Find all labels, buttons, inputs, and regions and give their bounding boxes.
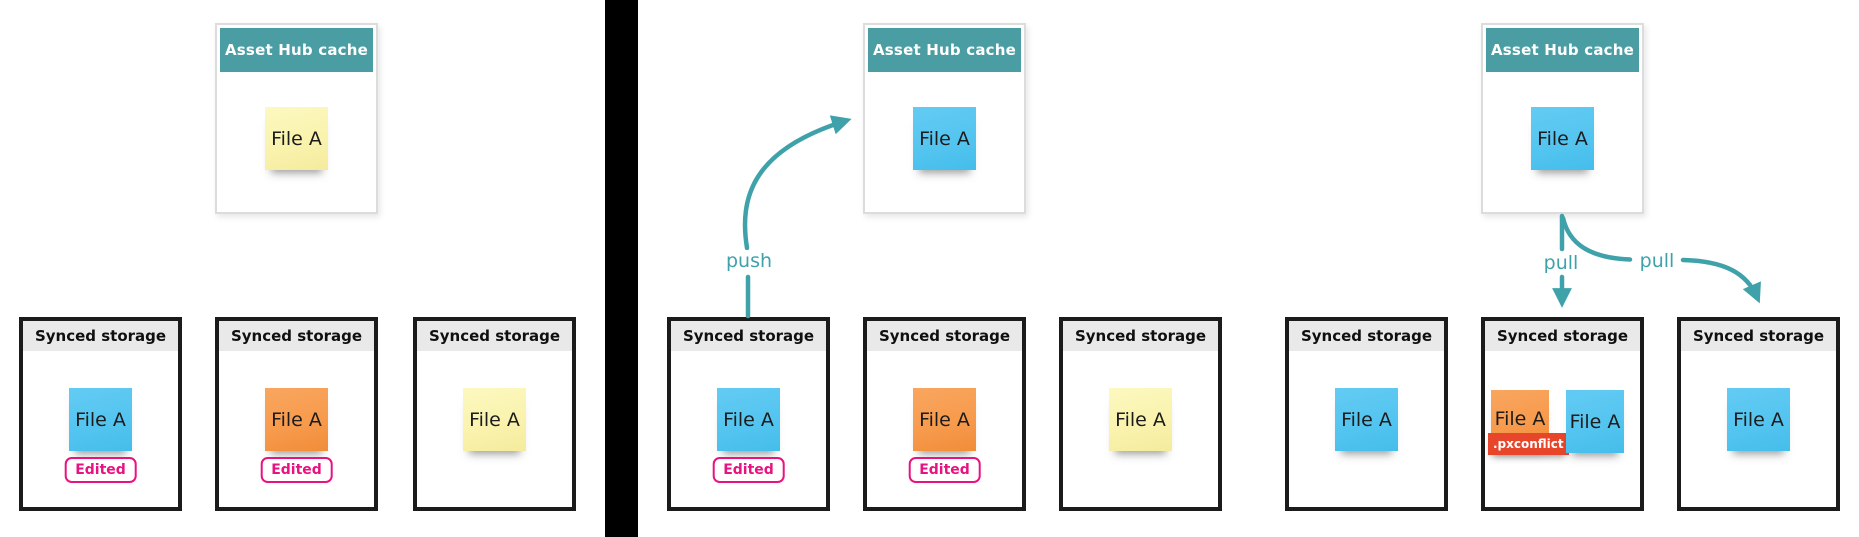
synced-storage-title: Synced storage bbox=[219, 321, 374, 351]
synced-storage-box: Synced storage File A bbox=[1285, 317, 1448, 511]
file-sticky-note: File A bbox=[1531, 107, 1594, 170]
synced-storage-title: Synced storage bbox=[1289, 321, 1444, 351]
synced-storage-box: Synced storage File A Edited bbox=[215, 317, 378, 511]
file-label: File A bbox=[1537, 127, 1588, 150]
file-sticky-note: File A bbox=[913, 107, 976, 170]
synced-storage-title: Synced storage bbox=[417, 321, 572, 351]
file-sticky-note: File A bbox=[265, 388, 328, 451]
synced-storage-title: Synced storage bbox=[867, 321, 1022, 351]
edited-badge: Edited bbox=[908, 457, 981, 483]
file-label: File A bbox=[469, 408, 520, 431]
asset-hub-cache-title: Asset Hub cache bbox=[1486, 28, 1639, 72]
file-sticky-note: File A bbox=[1566, 390, 1624, 453]
edited-badge: Edited bbox=[64, 457, 137, 483]
file-label: File A bbox=[919, 408, 970, 431]
file-label: File A bbox=[1569, 410, 1621, 433]
file-label: File A bbox=[919, 127, 970, 150]
synced-storage-box: Synced storage File A bbox=[1677, 317, 1840, 511]
synced-storage-box: Synced storage File A Edited bbox=[19, 317, 182, 511]
file-sticky-note: File A bbox=[717, 388, 780, 451]
file-sticky-note: File A bbox=[69, 388, 132, 451]
synced-storage-title: Synced storage bbox=[23, 321, 178, 351]
pull-label: pull bbox=[1541, 252, 1581, 274]
file-sticky-note: File A bbox=[1727, 388, 1790, 451]
file-sticky-note: File A bbox=[1335, 388, 1398, 451]
synced-storage-title: Synced storage bbox=[1063, 321, 1218, 351]
panel-divider bbox=[605, 0, 638, 537]
edited-badge: Edited bbox=[712, 457, 785, 483]
asset-hub-cache-title: Asset Hub cache bbox=[868, 28, 1021, 72]
file-label: File A bbox=[1341, 408, 1392, 431]
synced-storage-box: Synced storage File A .pxconflict File A bbox=[1481, 317, 1644, 511]
file-label: File A bbox=[1115, 408, 1166, 431]
asset-hub-cache-box: Asset Hub cache File A bbox=[215, 23, 378, 214]
synced-storage-title: Synced storage bbox=[671, 321, 826, 351]
push-arrow bbox=[742, 115, 852, 251]
synced-storage-title: Synced storage bbox=[1681, 321, 1836, 351]
file-label: File A bbox=[75, 408, 126, 431]
synced-storage-title: Synced storage bbox=[1485, 321, 1640, 351]
file-sticky-note: File A bbox=[913, 388, 976, 451]
push-label: push bbox=[723, 250, 775, 272]
asset-hub-cache-box: Asset Hub cache File A bbox=[863, 23, 1026, 214]
pxconflict-tag: .pxconflict bbox=[1488, 433, 1569, 455]
synced-storage-box: Synced storage File A Edited bbox=[667, 317, 830, 511]
pull-arrow-2 bbox=[1680, 257, 1761, 304]
synced-storage-box: Synced storage File A bbox=[413, 317, 576, 511]
asset-hub-cache-title: Asset Hub cache bbox=[220, 28, 373, 72]
file-label: File A bbox=[271, 408, 322, 431]
file-sticky-note: File A bbox=[463, 388, 526, 451]
file-label: File A bbox=[271, 127, 322, 150]
file-label: File A bbox=[723, 408, 774, 431]
synced-storage-box: Synced storage File A Edited bbox=[863, 317, 1026, 511]
pull-label: pull bbox=[1637, 250, 1677, 272]
file-sticky-note: File A bbox=[1109, 388, 1172, 451]
file-label: File A bbox=[1733, 408, 1784, 431]
edited-badge: Edited bbox=[260, 457, 333, 483]
file-label: File A bbox=[1494, 408, 1546, 430]
synced-storage-box: Synced storage File A bbox=[1059, 317, 1222, 511]
file-sticky-note: File A bbox=[265, 107, 328, 170]
asset-hub-cache-box: Asset Hub cache File A bbox=[1481, 23, 1644, 214]
